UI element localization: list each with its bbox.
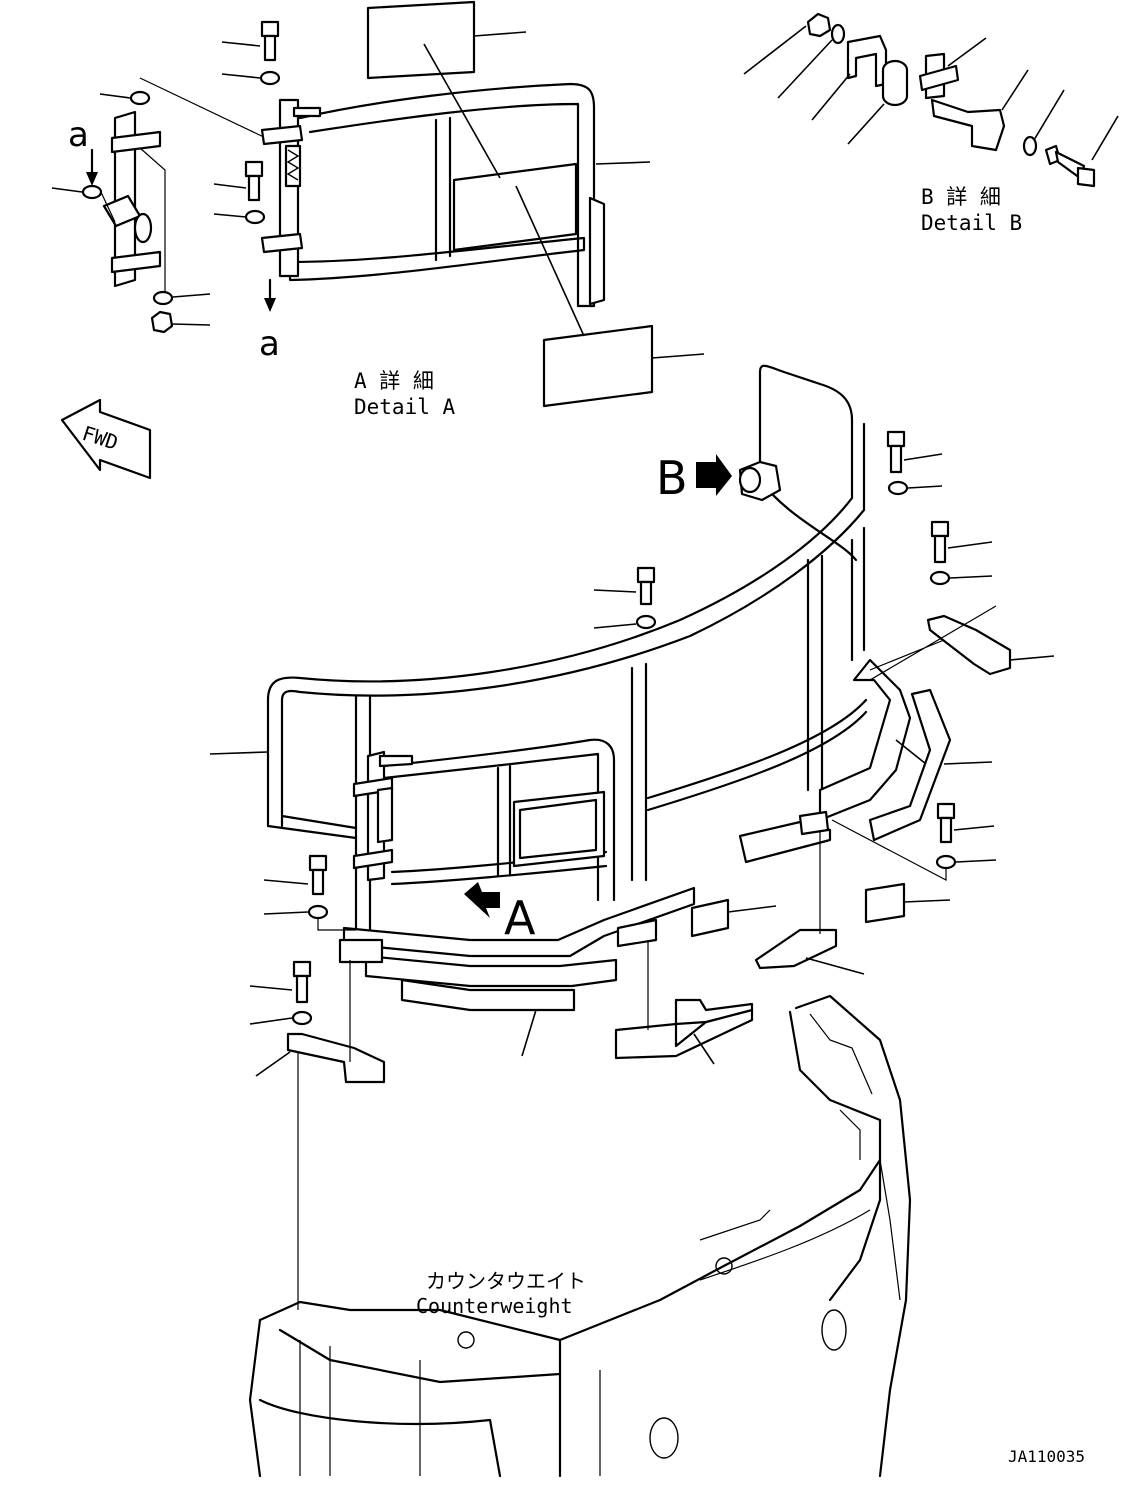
section-arrow-bottom: a xyxy=(259,278,280,364)
view-marker-b: B xyxy=(656,451,732,505)
mount-left xyxy=(255,938,386,1310)
detail-b-assembly xyxy=(743,12,1119,188)
main-washer-left-2 xyxy=(249,1010,313,1026)
main-washer-right-3 xyxy=(831,819,997,881)
detail-a-decal-top xyxy=(366,0,527,179)
main-washer-right-1 xyxy=(887,480,943,496)
counterweight-caption: カウンタウエイト Counterweight xyxy=(416,1269,586,1318)
main-bolt-right-3 xyxy=(936,802,995,844)
detail-a-latch xyxy=(260,98,322,278)
section-label-bottom: a xyxy=(259,324,280,364)
detail-a-hinge-assembly xyxy=(99,77,271,298)
view-marker-b-label: B xyxy=(656,451,688,505)
detail-b-caption: B 詳 細 Detail B xyxy=(921,185,1022,235)
counterweight-body xyxy=(248,994,912,1478)
drawing-number: JA110035 xyxy=(1008,1447,1085,1466)
view-marker-a-label: A xyxy=(504,891,536,945)
detail-a-decal-bottom xyxy=(515,185,705,408)
mount-right xyxy=(754,830,865,975)
mount-upper-right xyxy=(869,605,1055,681)
main-bolt-right-1 xyxy=(886,430,943,474)
decal-right xyxy=(864,882,951,924)
hinge-b xyxy=(738,460,782,502)
main-handrail xyxy=(209,364,868,932)
main-latch xyxy=(352,750,414,882)
main-bolt-right-2 xyxy=(930,520,993,564)
counterweight-label-jp: カウンタウエイト xyxy=(426,1269,586,1293)
detail-a-washer-left xyxy=(51,184,103,200)
right-cover-strip xyxy=(818,658,993,842)
main-washer-left-1 xyxy=(263,904,356,931)
mount-center xyxy=(614,918,754,1065)
decal-center xyxy=(690,898,777,938)
main-washer-top-center xyxy=(593,614,657,630)
detail-a-nut xyxy=(150,310,211,334)
detail-a-washer-middle xyxy=(213,209,266,225)
view-marker-a: A xyxy=(464,882,536,945)
detail-a-washer-top xyxy=(221,70,281,86)
fwd-direction-arrow: FWD xyxy=(60,398,152,480)
main-bolt-left-1 xyxy=(263,854,328,896)
detail-b-title-en: Detail B xyxy=(921,211,1022,235)
detail-a-washer-top-left xyxy=(99,90,151,106)
main-washer-right-2 xyxy=(929,570,993,586)
bottom-cover-strip xyxy=(342,886,696,1057)
detail-b-title-jp: B 詳 細 xyxy=(921,185,1001,209)
detail-a-title-jp: A 詳 細 xyxy=(354,369,434,393)
detail-a-title-en: Detail A xyxy=(354,395,456,419)
detail-a-gate-frame xyxy=(288,82,651,308)
main-bolt-left-2 xyxy=(249,960,312,1004)
main-bolt-top-center xyxy=(593,566,656,606)
section-arrow-top: a xyxy=(68,115,98,186)
counterweight-label-en: Counterweight xyxy=(416,1294,573,1318)
detail-a-bolt-middle xyxy=(213,160,264,202)
main-gate xyxy=(382,738,616,902)
detail-a-washer-bottom xyxy=(152,290,211,306)
detail-a-caption: A 詳 細 Detail A xyxy=(354,369,456,419)
middle-plate xyxy=(738,810,832,864)
section-label-top: a xyxy=(68,115,89,155)
detail-a-bolt-top xyxy=(221,20,280,62)
